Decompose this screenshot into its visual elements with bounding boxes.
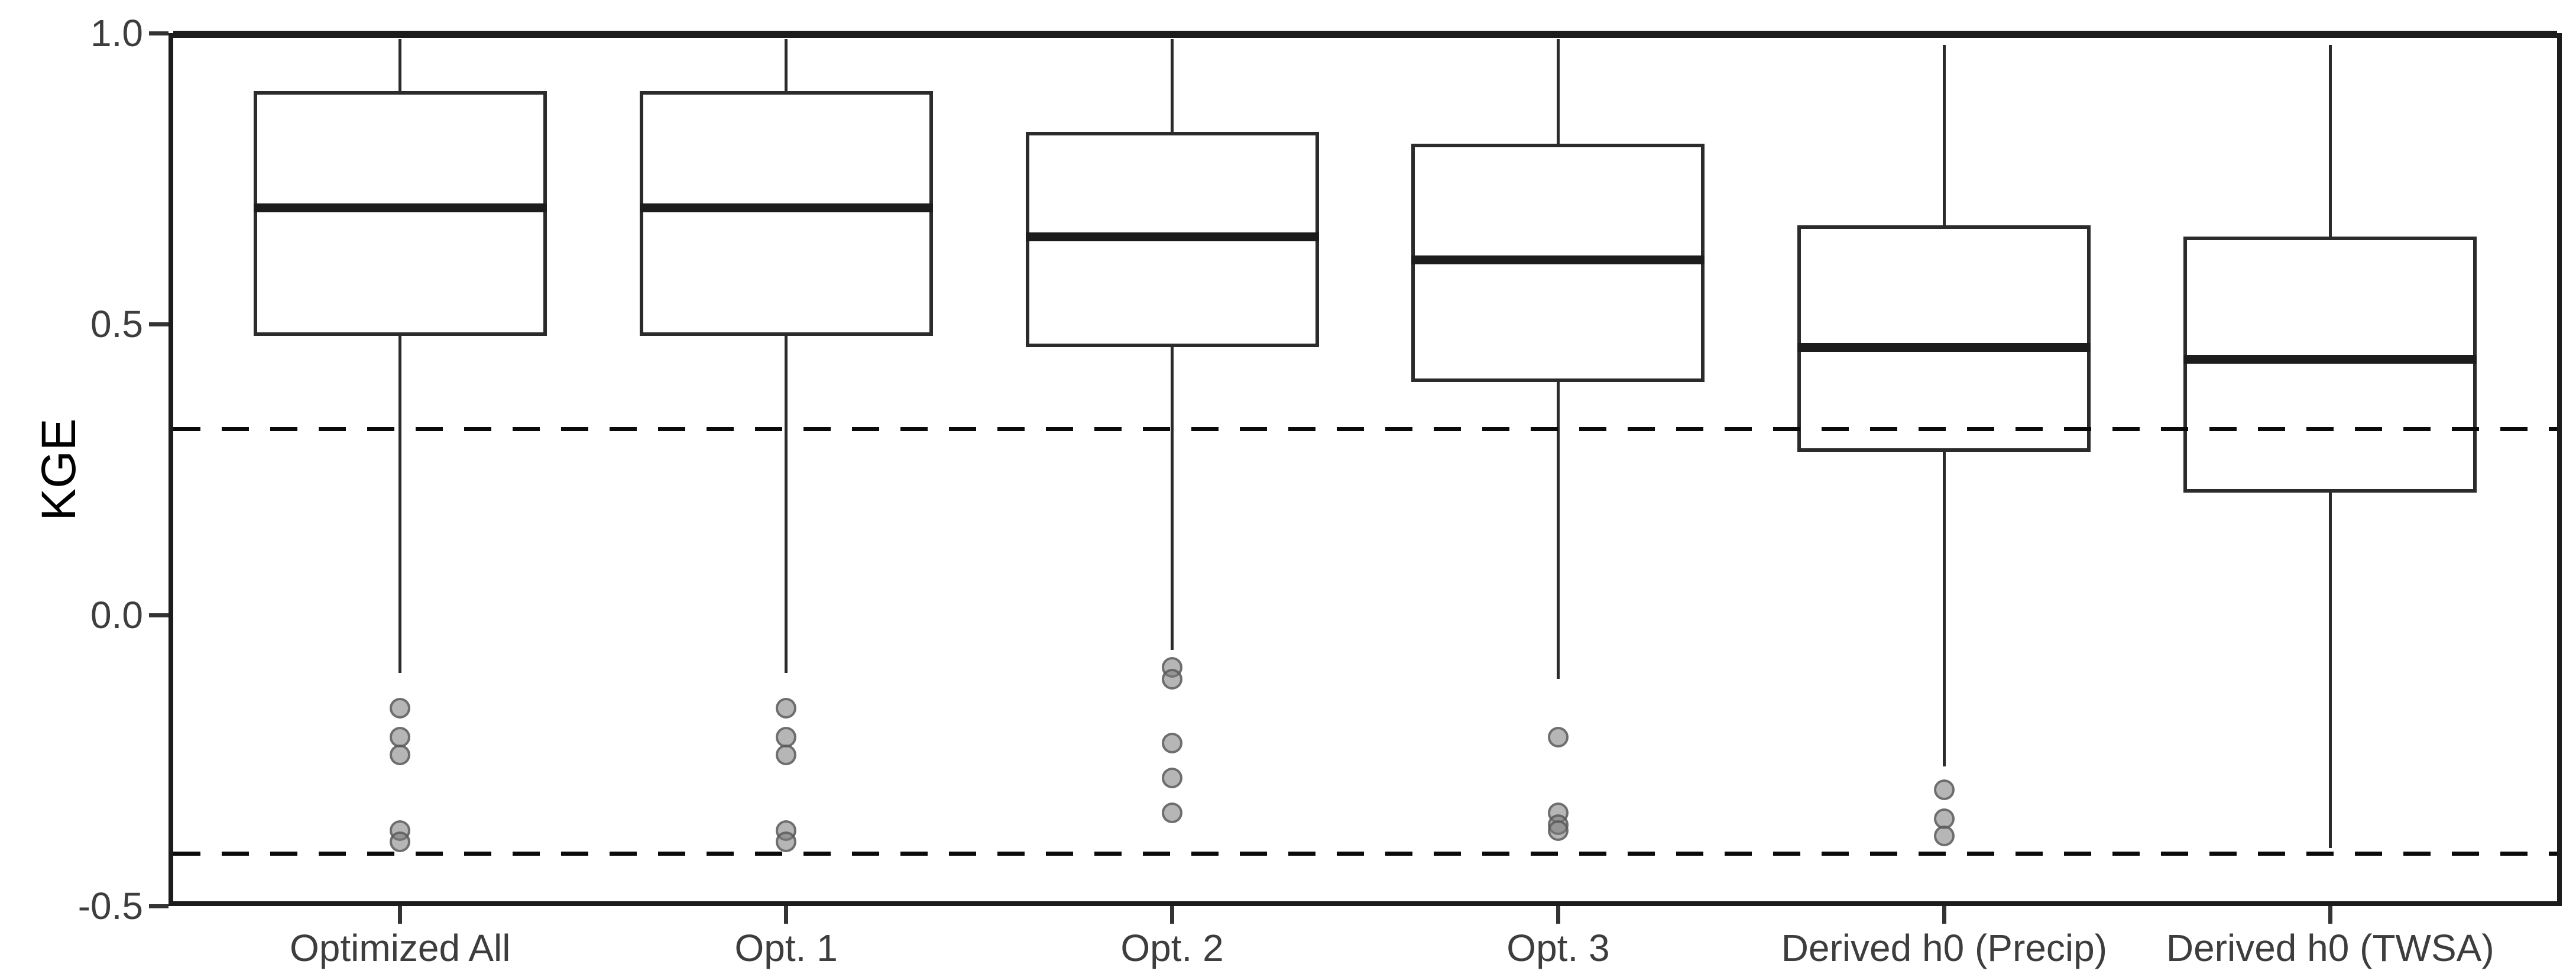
median-line — [2183, 354, 2477, 364]
lower-whisker — [398, 335, 402, 674]
lower-whisker — [1942, 452, 1946, 766]
x-tick-mark — [1170, 906, 1175, 924]
plot-panel — [169, 33, 2562, 906]
outlier-dot — [390, 697, 411, 719]
median-line — [1025, 232, 1319, 241]
box — [253, 91, 547, 336]
outlier-dot — [1547, 820, 1569, 841]
lower-whisker — [1171, 347, 1174, 651]
outlier-dot — [1162, 732, 1183, 753]
outlier-dot — [1547, 727, 1569, 748]
x-tick-label: Opt. 1 — [734, 927, 838, 969]
box — [1797, 225, 2091, 452]
x-tick-mark — [1556, 906, 1560, 924]
y-tick-label: 0.0 — [90, 594, 143, 636]
outlier-dot — [1162, 668, 1183, 690]
outlier-dot — [1933, 826, 1955, 847]
x-tick-mark — [2328, 906, 2332, 924]
y-tick-mark — [149, 904, 169, 908]
x-tick-label: Opt. 3 — [1506, 927, 1610, 969]
outlier-dot — [776, 831, 797, 853]
outlier-dot — [390, 831, 411, 853]
upper-whisker — [1556, 38, 1560, 144]
outlier-dot — [776, 744, 797, 765]
upper-whisker — [2328, 44, 2332, 237]
outlier-dot — [1933, 779, 1955, 800]
outlier-dot — [1162, 803, 1183, 824]
median-line — [1797, 342, 2091, 352]
x-tick-label: Opt. 2 — [1120, 927, 1224, 969]
median-line — [1411, 255, 1705, 265]
outlier-dot — [390, 727, 411, 748]
y-tick-mark — [149, 31, 169, 35]
x-tick-mark — [398, 906, 403, 924]
y-tick-label: -0.5 — [77, 885, 143, 927]
y-tick-mark — [149, 322, 169, 326]
y-tick-label: 1.0 — [90, 12, 143, 54]
x-tick-label: Derived h0 (TWSA) — [2166, 927, 2494, 969]
outlier-dot — [776, 697, 797, 719]
reference-line-dashed — [173, 851, 2557, 856]
x-tick-mark — [784, 906, 789, 924]
x-tick-label: Derived h0 (Precip) — [1781, 927, 2107, 969]
upper-whisker — [785, 38, 788, 92]
upper-whisker — [398, 38, 402, 92]
median-line — [639, 203, 933, 212]
outlier-dot — [390, 744, 411, 765]
box — [639, 91, 933, 336]
median-line — [253, 203, 547, 212]
lower-whisker — [785, 335, 788, 674]
x-tick-label: Optimized All — [290, 927, 511, 969]
upper-whisker — [1942, 44, 1946, 225]
upper-whisker — [1171, 38, 1174, 132]
y-tick-mark — [149, 613, 169, 617]
x-tick-mark — [1942, 906, 1946, 924]
reference-line-solid — [173, 31, 2557, 35]
reference-line-dashed — [173, 426, 2557, 431]
lower-whisker — [2328, 493, 2332, 848]
outlier-dot — [1162, 768, 1183, 789]
y-tick-label: 0.5 — [90, 303, 143, 345]
lower-whisker — [1556, 382, 1560, 679]
box — [2183, 237, 2477, 493]
